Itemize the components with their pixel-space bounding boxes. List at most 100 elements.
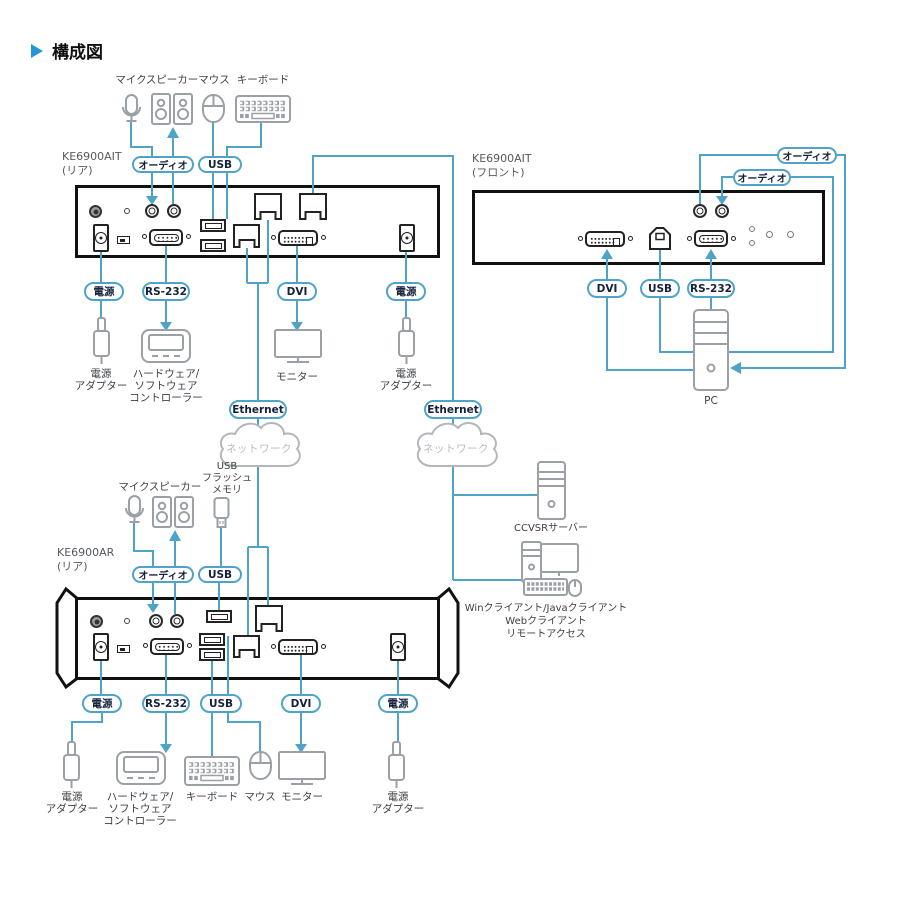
device-label-rx-rear: KE6900AR bbox=[57, 546, 115, 559]
port-screw bbox=[321, 235, 326, 240]
led-indicator bbox=[124, 618, 130, 624]
usb-flash-label: USB bbox=[216, 461, 238, 472]
dvi-port bbox=[278, 230, 318, 246]
power-adapter-label: 電源 bbox=[387, 791, 409, 803]
port-screw bbox=[321, 644, 326, 649]
audio-mic-jack bbox=[693, 204, 707, 218]
power-jack bbox=[399, 224, 415, 252]
mouse-label: マウス bbox=[198, 74, 230, 86]
usb-tag: USB bbox=[198, 566, 242, 583]
audio-tag: オーディオ bbox=[733, 169, 791, 186]
controller-label: ソフトウェア bbox=[108, 803, 172, 815]
clients-label: リモートアクセス bbox=[506, 629, 586, 640]
audio-mic-jack bbox=[149, 614, 163, 628]
rs232-tag: RS-232 bbox=[142, 694, 190, 713]
audio-tag: オーディオ bbox=[132, 156, 194, 173]
pushbutton bbox=[787, 231, 794, 238]
rj45-port bbox=[254, 193, 282, 220]
rs232-tag: RS-232 bbox=[687, 279, 735, 298]
port-screw bbox=[187, 643, 192, 648]
dip-switch bbox=[117, 236, 130, 244]
rj45-port bbox=[299, 193, 327, 220]
usb-flash-label: フラッシュ bbox=[202, 473, 252, 484]
power-adapter-label: 電源 bbox=[395, 368, 417, 380]
speaker-label: スピーカー bbox=[148, 481, 202, 493]
section-marker-icon bbox=[31, 44, 43, 58]
page-title: 構成図 bbox=[52, 43, 103, 63]
keyboard-label: キーボード bbox=[236, 74, 290, 86]
power-tag: 電源 bbox=[82, 694, 122, 713]
power-adapter-label: 電源 bbox=[90, 368, 112, 380]
port-screw bbox=[687, 236, 692, 241]
pc-label: PC bbox=[704, 395, 718, 407]
usb-tag: USB bbox=[200, 694, 242, 713]
device-view-tx-front: (フロント) bbox=[472, 166, 525, 179]
controller-label: コントローラー bbox=[103, 815, 177, 827]
rs232-serial-port bbox=[694, 230, 728, 247]
led-indicator bbox=[124, 208, 130, 214]
usb-a-port bbox=[199, 633, 225, 646]
port-screw bbox=[186, 234, 191, 239]
audio-tag: オーディオ bbox=[132, 566, 194, 583]
dvi-tag: DVI bbox=[281, 694, 321, 713]
usb-tag: USB bbox=[640, 279, 680, 298]
led-indicator bbox=[749, 226, 755, 232]
port-screw bbox=[731, 236, 736, 241]
ethernet-tag: Ethernet bbox=[229, 400, 287, 419]
audio-speaker-jack bbox=[167, 204, 181, 218]
port-screw bbox=[142, 234, 147, 239]
port-screw bbox=[271, 235, 276, 240]
device-label-tx-rear: KE6900AIT bbox=[62, 150, 122, 163]
dvi-port bbox=[278, 639, 318, 655]
power-adapter-label: アダプター bbox=[371, 803, 425, 815]
power-adapter-label: 電源 bbox=[61, 791, 83, 803]
rs232-tag: RS-232 bbox=[142, 282, 190, 301]
controller-label: ソフトウェア bbox=[134, 380, 198, 392]
port-screw bbox=[271, 644, 276, 649]
usb-a-port bbox=[200, 239, 226, 252]
network-cloud-label: ネットワーク bbox=[423, 443, 489, 455]
power-tag: 電源 bbox=[378, 694, 418, 713]
pushbutton bbox=[766, 231, 773, 238]
power-adapter-label: アダプター bbox=[45, 803, 99, 815]
power-jack bbox=[93, 224, 109, 252]
clients-label: Winクライアント/Javaクライアント bbox=[464, 603, 628, 614]
controller-label: ハードウェア/ bbox=[106, 791, 174, 803]
rs232-serial-port bbox=[149, 229, 183, 246]
power-adapter-label: アダプター bbox=[74, 380, 128, 392]
rj45-port bbox=[255, 605, 283, 632]
ethernet-tag: Ethernet bbox=[424, 400, 482, 419]
ground-screw bbox=[89, 205, 102, 218]
usb-a-port bbox=[200, 219, 226, 232]
port-screw bbox=[628, 236, 633, 241]
controller-label: コントローラー bbox=[129, 392, 203, 404]
led-indicator bbox=[749, 240, 755, 246]
usb-a-port bbox=[199, 648, 225, 661]
speaker-label: スピーカー bbox=[145, 74, 199, 86]
power-jack bbox=[93, 633, 109, 661]
audio-tag: オーディオ bbox=[777, 147, 837, 164]
clients-label: Webクライアント bbox=[505, 616, 587, 627]
dvi-tag: DVI bbox=[277, 282, 317, 301]
mic-label: マイク bbox=[118, 481, 150, 493]
monitor-label: モニター bbox=[276, 371, 318, 383]
controller-label: ハードウェア/ bbox=[132, 368, 200, 380]
power-tag: 電源 bbox=[84, 282, 124, 301]
usb-a-port bbox=[206, 610, 232, 623]
rj45-lan-port bbox=[233, 635, 260, 658]
ground-screw bbox=[90, 615, 103, 628]
dip-switch bbox=[117, 645, 130, 653]
usb-flash-label: メモリ bbox=[212, 485, 242, 496]
rs232-serial-port bbox=[150, 638, 184, 655]
mic-label: マイク bbox=[115, 74, 147, 86]
usb-tag: USB bbox=[198, 156, 242, 173]
power-tag: 電源 bbox=[386, 282, 426, 301]
audio-mic-jack bbox=[145, 204, 159, 218]
audio-speaker-jack bbox=[170, 614, 184, 628]
device-view-tx-rear: (リア) bbox=[62, 164, 93, 177]
ccvsr-server-label: CCVSRサーバー bbox=[513, 523, 589, 534]
tx-front-panel bbox=[472, 190, 825, 265]
dvi-tag: DVI bbox=[587, 279, 627, 298]
mouse-label: マウス bbox=[244, 791, 276, 803]
